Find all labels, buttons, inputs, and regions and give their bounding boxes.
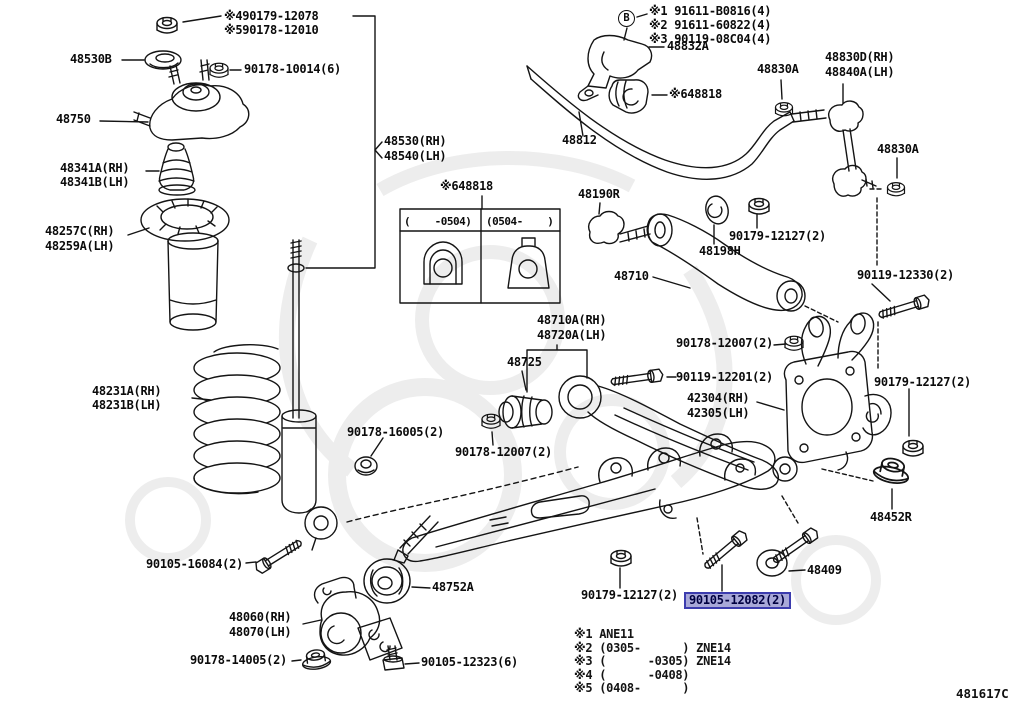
nut-490179-art bbox=[156, 15, 222, 34]
knuckle-42304-art bbox=[756, 305, 892, 482]
part-48259a[interactable]: 48259A(LH) bbox=[45, 239, 115, 253]
part-48752a[interactable]: 48752A bbox=[432, 580, 474, 594]
part-48060[interactable]: 48060(RH) bbox=[229, 610, 292, 624]
ref3-90119-08c04[interactable]: ※3 90119-08C04(4) bbox=[649, 32, 772, 46]
part-48409[interactable]: 48409 bbox=[807, 563, 842, 577]
variant-box-art bbox=[399, 195, 561, 304]
callout-b: B bbox=[618, 10, 635, 27]
part-48710a[interactable]: 48710A(RH) bbox=[537, 313, 607, 327]
grommet-48198h-art bbox=[705, 195, 729, 245]
bolt-90105-12082-art bbox=[700, 528, 750, 592]
bump-stop-48341-art bbox=[145, 142, 196, 196]
ref4-90179-12078[interactable]: ※490179-12078 bbox=[224, 9, 319, 23]
bushing-48818-top-art bbox=[608, 79, 668, 114]
legend-line-1: ※1 ANE11 bbox=[574, 627, 634, 641]
part-48530[interactable]: 48530(RH) bbox=[384, 134, 447, 148]
legend-line-2: ※2 (0305- ) ZNE14 bbox=[574, 640, 731, 655]
part-48710[interactable]: 48710 bbox=[614, 269, 649, 283]
lower-arm-assembly-art bbox=[346, 433, 799, 564]
arm-48710a-art bbox=[521, 344, 780, 490]
part-48341b[interactable]: 48341B(LH) bbox=[60, 175, 130, 189]
upper-arm-48710-art bbox=[646, 213, 806, 312]
part-90179-12127-b[interactable]: 90179-12127(2) bbox=[874, 375, 971, 389]
bolt-90119-12201-art bbox=[609, 368, 677, 389]
bracket-48060-art bbox=[302, 576, 403, 661]
nut-90178-12007-b-art bbox=[481, 413, 501, 446]
part-42304[interactable]: 42304(RH) bbox=[687, 391, 750, 405]
part-90119-12330[interactable]: 90119-12330(2) bbox=[857, 268, 954, 282]
part-90178-14005[interactable]: 90178-14005(2) bbox=[190, 653, 287, 667]
nut-90179-12127-top-art bbox=[748, 197, 770, 229]
part-42305[interactable]: 42305(LH) bbox=[687, 406, 750, 420]
stabilizer-bar-48812-art bbox=[526, 65, 795, 180]
part-90179-12127-c[interactable]: 90179-12127(2) bbox=[581, 588, 678, 602]
bushing-48725-art bbox=[498, 395, 553, 429]
part-48830d[interactable]: 48830D(RH) bbox=[825, 50, 895, 64]
part-48812[interactable]: 48812 bbox=[562, 133, 597, 147]
part-48540[interactable]: 48540(LH) bbox=[384, 149, 447, 163]
part-48720a[interactable]: 48720A(LH) bbox=[537, 328, 607, 342]
support-48750-art bbox=[99, 59, 250, 141]
part-48452r[interactable]: 48452R bbox=[870, 510, 912, 524]
dust-cover-art bbox=[167, 232, 219, 331]
nut-90178-14005-art bbox=[291, 647, 332, 672]
legend-line-3: ※3 ( -0305) ZNE14 bbox=[574, 654, 731, 669]
bolt-90105-16084-art bbox=[245, 536, 305, 576]
part-90178-12007-b[interactable]: 90178-12007(2) bbox=[455, 445, 552, 459]
part-48070[interactable]: 48070(LH) bbox=[229, 625, 292, 639]
part-90178-16005[interactable]: 90178-16005(2) bbox=[347, 425, 444, 439]
part-48231a[interactable]: 48231A(RH) bbox=[92, 384, 162, 398]
spring-seat-48257c-art bbox=[127, 198, 230, 242]
bolt-90105-12323-art bbox=[382, 645, 420, 671]
part-90105-12323[interactable]: 90105-12323(6) bbox=[421, 655, 518, 669]
variant-box-col2-header: (0504- ) bbox=[486, 215, 554, 228]
diagram-code: 481617C bbox=[956, 686, 1009, 701]
stabilizer-link-48830d-art bbox=[774, 79, 906, 267]
legend-line-4: ※4 ( -0408) bbox=[574, 667, 690, 682]
bracket-48832a-art bbox=[577, 34, 665, 102]
nut-90179-12127-right-art bbox=[902, 388, 924, 457]
variant-box-col1-header: ( -0504) bbox=[404, 215, 472, 228]
part-48725[interactable]: 48725 bbox=[507, 355, 542, 369]
part-90178-12007-a[interactable]: 90178-12007(2) bbox=[676, 336, 773, 350]
washer-48752a-art bbox=[363, 558, 431, 604]
part-48830a-2[interactable]: 48830A bbox=[877, 142, 919, 156]
ref5-90178-12010[interactable]: ※590178-12010 bbox=[224, 23, 319, 37]
ref2-91611-60822[interactable]: ※2 91611-60822(4) bbox=[649, 18, 772, 32]
callout-b-leader bbox=[623, 13, 648, 41]
part-48750[interactable]: 48750 bbox=[56, 112, 91, 126]
part-48198h[interactable]: 48198H bbox=[699, 244, 741, 258]
part-48830a-1[interactable]: 48830A bbox=[757, 62, 799, 76]
part-48231b[interactable]: 48231B(LH) bbox=[92, 398, 162, 412]
part-90179-12127-a[interactable]: 90179-12127(2) bbox=[729, 229, 826, 243]
part-48530b[interactable]: 48530B bbox=[70, 52, 112, 66]
part-90178-10014[interactable]: 90178-10014(6) bbox=[244, 62, 341, 76]
bolt-90119-12330-art bbox=[871, 283, 932, 369]
part-48341a[interactable]: 48341A(RH) bbox=[60, 161, 130, 175]
watermark-graphic bbox=[125, 151, 881, 625]
nut-48452r-art bbox=[871, 454, 913, 510]
ball-joint-48190r-art bbox=[588, 202, 651, 245]
part-90105-16084[interactable]: 90105-16084(2) bbox=[146, 557, 243, 571]
ref6-48818-box[interactable]: ※648818 bbox=[440, 179, 493, 193]
bolt-90178-16005-art bbox=[354, 437, 384, 476]
part-48840a[interactable]: 48840A(LH) bbox=[825, 65, 895, 79]
bolt-48409-art bbox=[756, 525, 821, 577]
washer-48530b-art bbox=[121, 50, 182, 70]
part-48832a[interactable]: 48832A bbox=[667, 39, 709, 53]
shock-absorber-art bbox=[281, 15, 383, 551]
nut-90178-12007-a-art bbox=[773, 335, 804, 351]
ref6-48818-top[interactable]: ※648818 bbox=[669, 87, 722, 101]
coil-spring-48231-art bbox=[191, 344, 281, 495]
legend-line-5: ※5 (0408- ) bbox=[574, 681, 690, 696]
ref1-91611-b0816[interactable]: ※1 91611-B0816(4) bbox=[649, 4, 772, 18]
part-48190r[interactable]: 48190R bbox=[578, 187, 620, 201]
part-90105-12082[interactable]: 90105-12082(2) bbox=[684, 592, 791, 609]
nut-90179-12127-bottom-art bbox=[610, 549, 632, 589]
part-90119-12201[interactable]: 90119-12201(2) bbox=[676, 370, 773, 384]
part-48257c[interactable]: 48257C(RH) bbox=[45, 224, 115, 238]
